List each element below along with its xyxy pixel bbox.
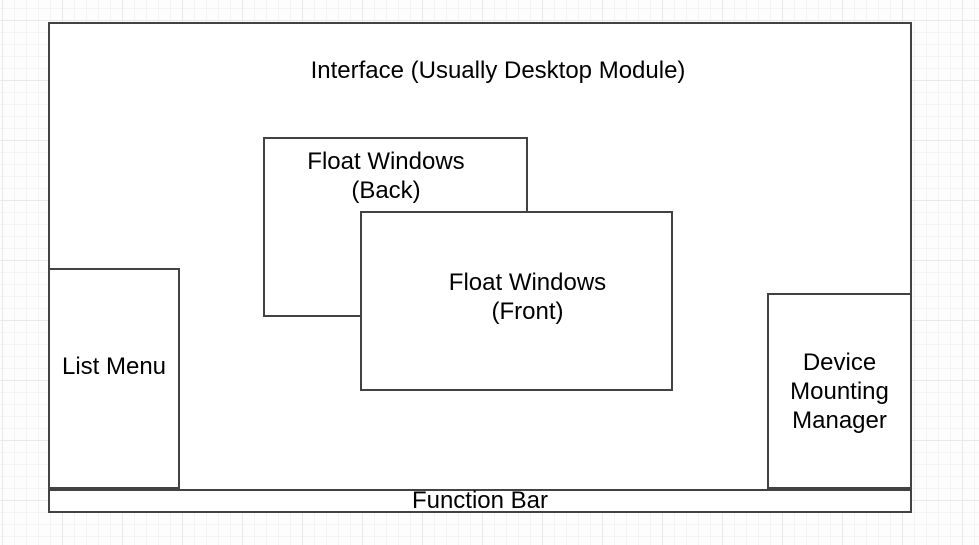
node-float-windows-front: Float Windows (Front) — [360, 211, 673, 391]
node-function-bar: Function Bar — [48, 489, 912, 513]
node-list-menu: List Menu — [48, 268, 180, 489]
node-device-mounting-manager-label: Device Mounting Manager — [790, 348, 889, 434]
node-interface-label: Interface (Usually Desktop Module) — [310, 57, 686, 84]
node-device-mounting-manager: Device Mounting Manager — [767, 293, 912, 489]
node-float-windows-back-label: Float Windows (Back) — [307, 148, 465, 204]
node-list-menu-label: List Menu — [61, 353, 167, 380]
node-float-windows-front-label: Float Windows (Front) — [448, 269, 607, 325]
node-function-bar-label: Function Bar — [411, 487, 549, 514]
